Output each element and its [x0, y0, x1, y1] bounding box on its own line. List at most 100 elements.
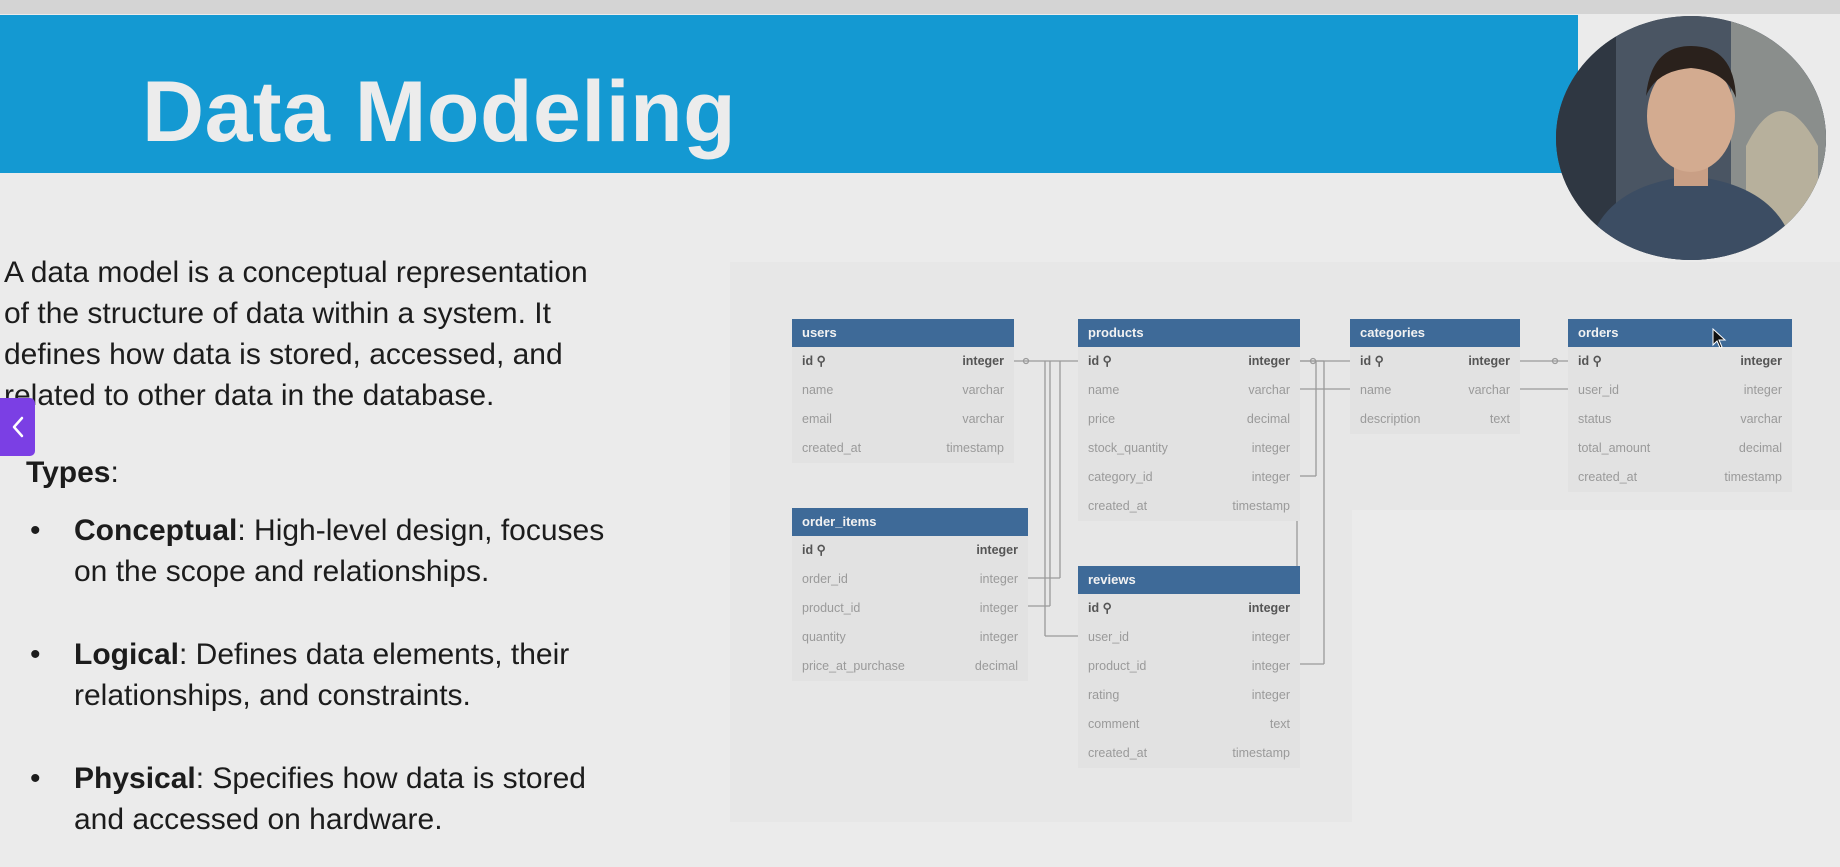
types-heading: Types:: [26, 456, 119, 490]
table-row: id ⚲ integer: [792, 347, 1014, 376]
column-type: integer: [1740, 354, 1782, 368]
column-name: created_at: [1088, 746, 1148, 760]
previous-slide-button[interactable]: [0, 398, 35, 456]
table-row: quantity integer: [792, 623, 1028, 652]
column-type: integer: [1248, 601, 1290, 615]
types-heading-label: Types: [26, 456, 111, 489]
column-type: integer: [1251, 688, 1290, 702]
table-header: order_items: [792, 508, 1028, 536]
column-name: created_at: [1578, 470, 1638, 484]
table-header: orders: [1568, 319, 1792, 347]
key-icon: ⚲: [1592, 354, 1602, 368]
column-name: price: [1088, 412, 1116, 426]
column-name: user_id: [1578, 383, 1619, 397]
column-name: id: [1578, 354, 1590, 368]
column-name: created_at: [1088, 499, 1148, 513]
column-type: integer: [979, 630, 1018, 644]
key-icon: ⚲: [816, 543, 826, 557]
column-type: integer: [1743, 383, 1782, 397]
column-name: id: [802, 543, 814, 557]
column-type: integer: [962, 354, 1004, 368]
paragraph-line: of the structure of data within a system…: [4, 297, 551, 330]
column-type: integer: [1468, 354, 1510, 368]
column-name: description: [1360, 412, 1421, 426]
table-row: user_id integer: [1568, 376, 1792, 405]
column-type: text: [1269, 717, 1290, 731]
title-banner: Data Modeling: [0, 15, 1578, 173]
mouse-cursor-icon: [1712, 328, 1727, 349]
column-name: product_id: [1088, 659, 1147, 673]
column-type: integer: [979, 572, 1018, 586]
bullet-text: : High-level design, focuses: [237, 514, 605, 547]
column-name: id: [802, 354, 814, 368]
bullet-text: : Defines data elements, their: [179, 638, 570, 671]
column-type: text: [1489, 412, 1510, 426]
column-type: integer: [976, 543, 1018, 557]
webcam-overlay: [1556, 16, 1826, 260]
column-type: varchar: [962, 383, 1004, 397]
column-type: integer: [1251, 441, 1290, 455]
bullet-term: Conceptual: [74, 514, 238, 547]
column-type: decimal: [1738, 441, 1782, 455]
column-name: id: [1088, 601, 1100, 615]
column-name: id: [1360, 354, 1372, 368]
column-name: rating: [1088, 688, 1120, 702]
bullet-text: relationships, and constraints.: [74, 679, 471, 712]
key-icon: ⚲: [1102, 601, 1112, 615]
top-strip: [0, 0, 1840, 14]
column-name: product_id: [802, 601, 861, 615]
chevron-left-icon: [12, 416, 23, 438]
column-name: id: [1088, 354, 1100, 368]
key-icon: ⚲: [1102, 354, 1112, 368]
types-heading-colon: :: [110, 456, 119, 489]
bullet-dot: •: [30, 638, 41, 671]
slide-title: Data Modeling: [142, 64, 737, 160]
column-type: integer: [979, 601, 1018, 615]
table-row: product_id integer: [792, 594, 1028, 623]
bullet-dot: •: [30, 514, 41, 547]
bullet-dot: •: [30, 762, 41, 795]
table-row: id ⚲ integer: [1078, 594, 1300, 623]
bullet-term: Physical: [74, 762, 196, 795]
column-name: email: [802, 412, 832, 426]
column-name: created_at: [802, 441, 862, 455]
column-type: timestamp: [946, 441, 1004, 455]
definition-paragraph: A data model is a conceptual representat…: [4, 252, 704, 416]
column-name: user_id: [1088, 630, 1129, 644]
key-icon: ⚲: [1374, 354, 1384, 368]
table-row: description text: [1350, 405, 1520, 434]
column-name: category_id: [1088, 470, 1153, 484]
bullet-text: : Specifies how data is stored: [195, 762, 586, 795]
bullet-term: Logical: [74, 638, 180, 671]
table-row: rating integer: [1078, 681, 1300, 710]
column-type: integer: [1251, 470, 1290, 484]
column-type: varchar: [1740, 412, 1782, 426]
column-name: stock_quantity: [1088, 441, 1168, 455]
table-row: id ⚲ integer: [1350, 347, 1520, 376]
table-row: status varchar: [1568, 405, 1792, 434]
bullet-text: on the scope and relationships.: [74, 555, 490, 588]
table-row: id ⚲ integer: [792, 536, 1028, 565]
erd-table-orders[interactable]: orders id ⚲ integer user_id integer statu…: [1568, 319, 1792, 492]
column-type: decimal: [1246, 412, 1290, 426]
column-name: total_amount: [1578, 441, 1651, 455]
column-type: integer: [1248, 354, 1290, 368]
column-type: timestamp: [1232, 499, 1290, 513]
column-name: quantity: [802, 630, 846, 644]
column-name: status: [1578, 412, 1612, 426]
table-header: products: [1078, 319, 1300, 347]
